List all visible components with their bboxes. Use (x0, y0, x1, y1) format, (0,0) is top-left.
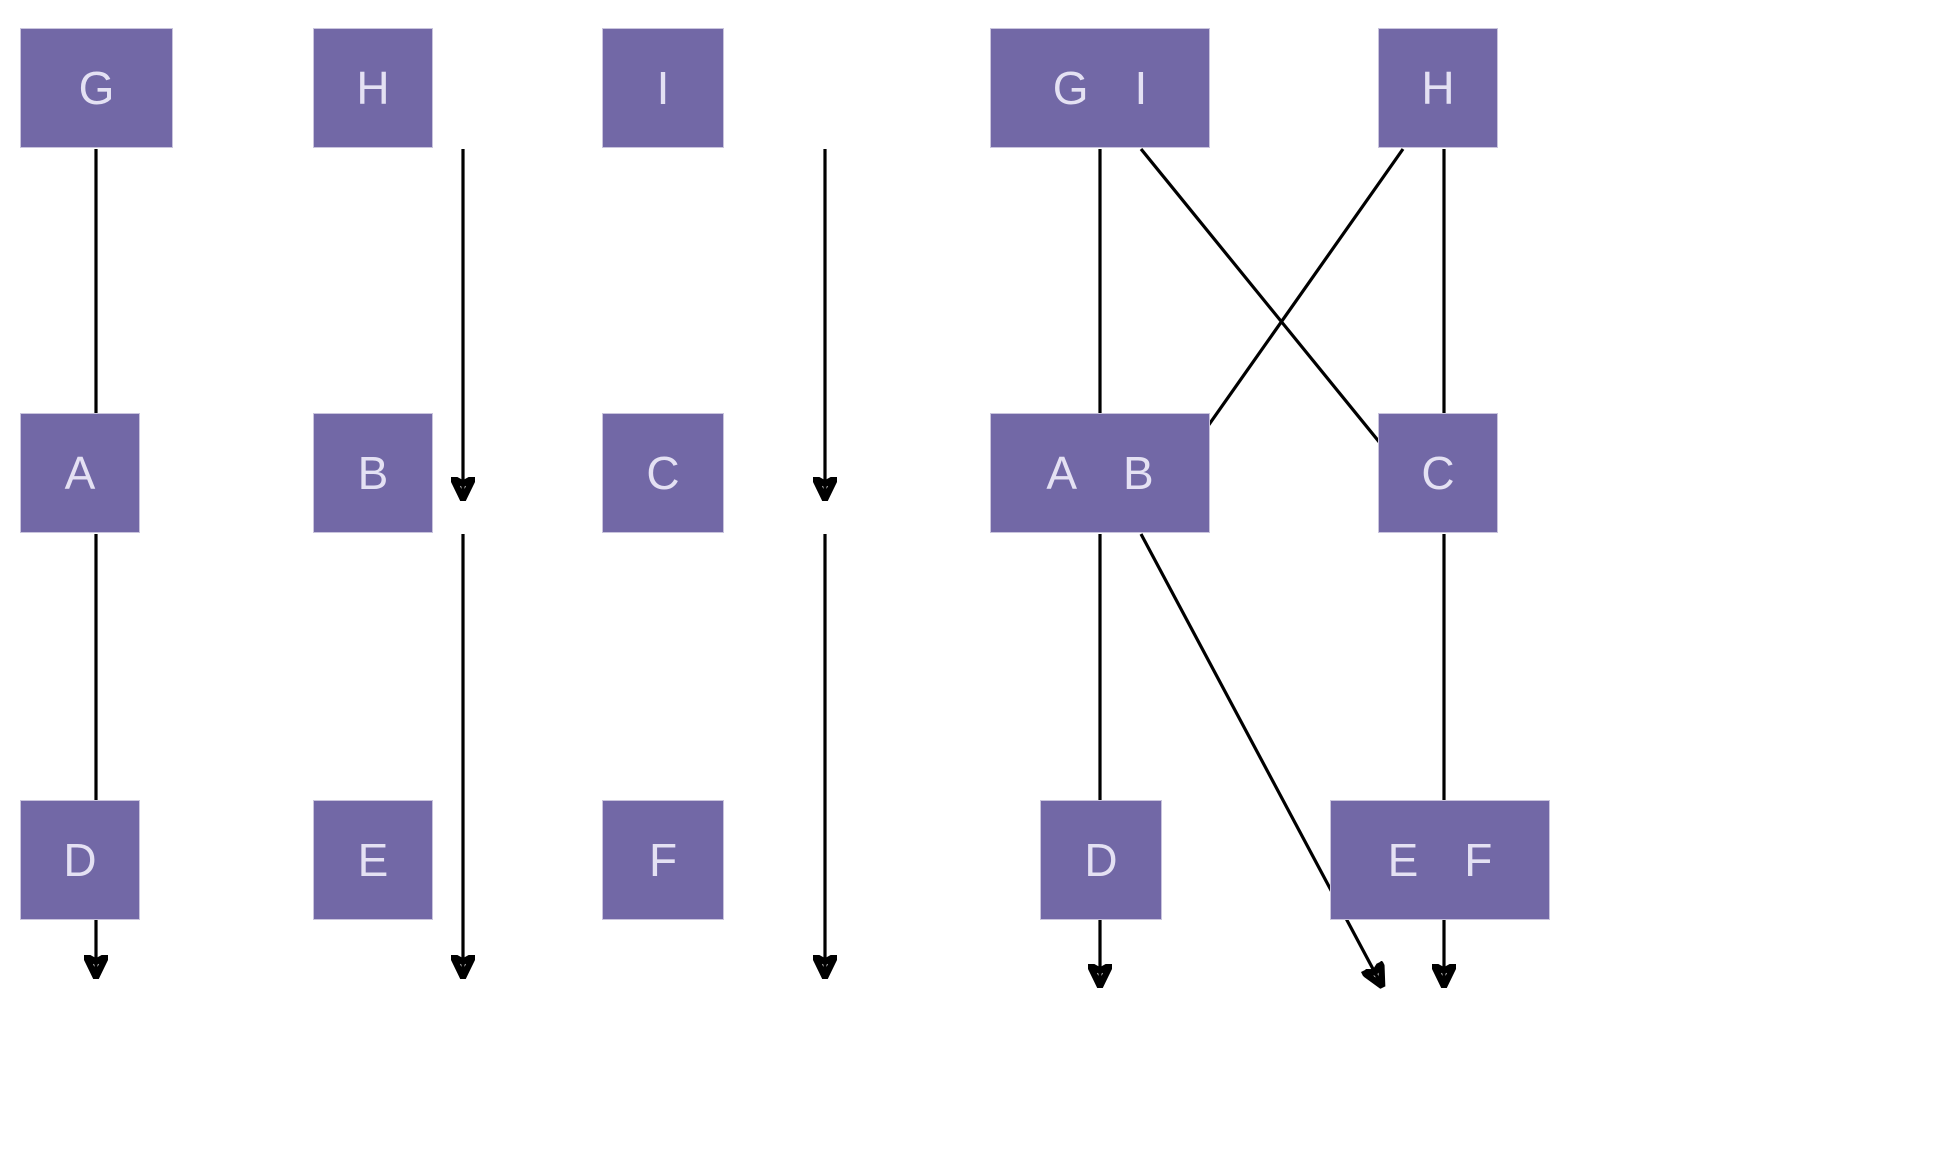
node-D[interactable]: D (20, 800, 140, 920)
node-D-label-0: D (63, 834, 97, 886)
node-D-merged-label-0: D (1084, 834, 1118, 886)
node-H-merged-label-0: H (1421, 62, 1455, 114)
node-AB-label-0: A (1046, 447, 1077, 499)
node-AB[interactable]: A B (990, 413, 1210, 533)
node-G-label-0: G (78, 62, 115, 114)
node-A-label-0: A (64, 447, 96, 499)
node-F[interactable]: F (602, 800, 724, 920)
node-A[interactable]: A (20, 413, 140, 533)
node-G[interactable]: G (20, 28, 173, 148)
node-B-label-0: B (357, 447, 389, 499)
node-EF-label-1: F (1464, 834, 1493, 886)
node-E-label-0: E (357, 834, 389, 886)
node-AB-label-1: B (1123, 447, 1154, 499)
node-C-label-0: C (646, 447, 680, 499)
node-C-merged[interactable]: C (1378, 413, 1498, 533)
node-GI[interactable]: G I (990, 28, 1210, 148)
node-I[interactable]: I (602, 28, 724, 148)
node-B[interactable]: B (313, 413, 433, 533)
node-EF-label-0: E (1387, 834, 1419, 886)
node-F-label-0: F (648, 834, 678, 886)
node-H[interactable]: H (313, 28, 433, 148)
node-H-label-0: H (356, 62, 390, 114)
node-H-merged[interactable]: H (1378, 28, 1498, 148)
node-I-label-0: I (656, 62, 670, 114)
node-C[interactable]: C (602, 413, 724, 533)
node-E[interactable]: E (313, 800, 433, 920)
node-D-merged[interactable]: D (1040, 800, 1162, 920)
node-GI-label-1: I (1134, 62, 1148, 114)
node-C-merged-label-0: C (1421, 447, 1455, 499)
node-EF[interactable]: E F (1330, 800, 1550, 920)
node-GI-label-0: G (1052, 62, 1089, 114)
